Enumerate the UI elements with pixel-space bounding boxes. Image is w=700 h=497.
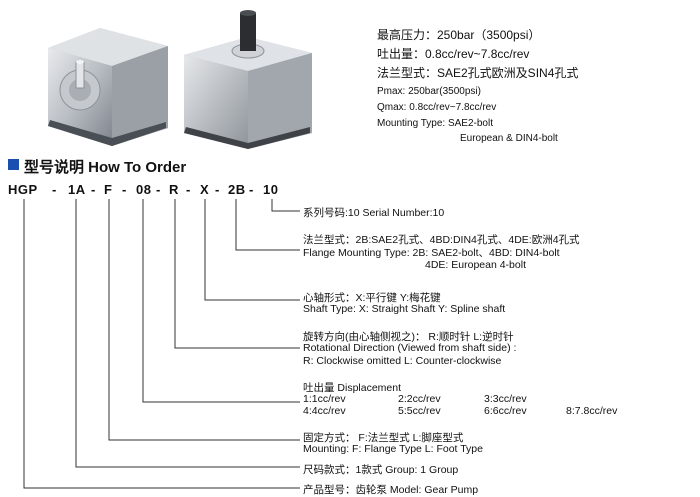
spec-en-mounting: Mounting Type: SAE2-bolt [377,118,493,129]
spec-cn-displacement: 吐出量：0.8cc/rev~7.8cc/rev [377,47,530,61]
flange-en-2: 4DE: European 4-bolt [425,259,526,271]
code-10: 10 [263,182,279,197]
code-08: 08 [136,182,152,197]
shaft-cn: 心轴形式：X:平行键 Y:梅花键 [303,292,441,304]
title-bullet [8,159,19,170]
rotation-cn: 旋转方向(由心轴侧视之)： R:顺时针 L:逆时针 [303,331,514,343]
leader-shaft [204,199,300,301]
code-r: R [169,182,179,197]
code-dash-5: - [186,182,191,197]
flange-en: Flange Mounting Type: 2B: SAE2-bolt、4BD:… [303,247,560,259]
displacement-2: 2:2cc/rev [398,393,441,405]
leader-group [75,199,300,468]
code-dash-2: - [91,182,96,197]
shaft-en: Shaft Type: X: Straight Shaft Y: Spline … [303,303,506,315]
spec-en-mounting-2: European & DIN4-bolt [460,133,558,144]
leader-mounting [108,199,300,441]
code-dash-1: - [52,182,57,197]
model-info: 产品型号：齿轮泵 Model: Gear Pump [303,484,479,496]
leader-rotation [174,199,300,349]
leader-displacement [142,199,300,403]
code-hgp: HGP [8,182,38,197]
gear-pump-image-left [48,28,168,146]
spec-cn-pressure: 最高压力：250bar（3500psi） [377,28,541,42]
flange-cn: 法兰型式：2B:SAE2孔式、4BD:DIN4孔式、4DE:欧洲4孔式 [303,234,580,246]
gear-pump-image-right [184,10,312,149]
code-f: F [104,182,113,197]
spec-en-pmax: Pmax: 250bar(3500psi) [377,86,481,97]
mounting-cn: 固定方式： F:法兰型式 L:脚座型式 [303,432,464,444]
leader-serial [271,199,300,212]
leader-model [23,199,300,489]
rotation-en: Rotational Direction (Viewed from shaft … [303,342,517,354]
spec-cn-flange: 法兰型式：SAE2孔式欧洲及SIN4孔式 [377,66,579,80]
mounting-en: Mounting: F: Flange Type L: Foot Type [303,443,483,455]
spec-en-qmax: Qmax: 0.8cc/rev~7.8cc/rev [377,102,497,113]
rotation-en-2: R: Clockwise omitted L: Counter-clockwis… [303,355,502,367]
leader-flange [235,199,300,251]
code-dash-3: - [122,182,127,197]
displacement-5: 5:5cc/rev [398,405,441,417]
code-x: X [200,182,210,197]
code-dash-7: - [249,182,254,197]
section-title: 型号说明 How To Order [24,159,187,176]
displacement-4: 4:4cc/rev [303,405,346,417]
group-info: 尺码款式：1款式 Group: 1 Group [303,464,459,476]
code-1a: 1A [68,182,86,197]
displacement-1: 1:1cc/rev [303,393,346,405]
code-dash-6: - [215,182,220,197]
displacement-6: 6:6cc/rev [484,405,527,417]
code-2b: 2B [228,182,246,197]
code-dash-4: - [156,182,161,197]
displacement-3: 3:3cc/rev [484,393,527,405]
serial-number: 系列号码:10 Serial Number:10 [303,207,445,219]
displacement-label: 吐出量 Displacement [303,382,402,394]
displacement-8: 8:7.8cc/rev [566,405,618,417]
